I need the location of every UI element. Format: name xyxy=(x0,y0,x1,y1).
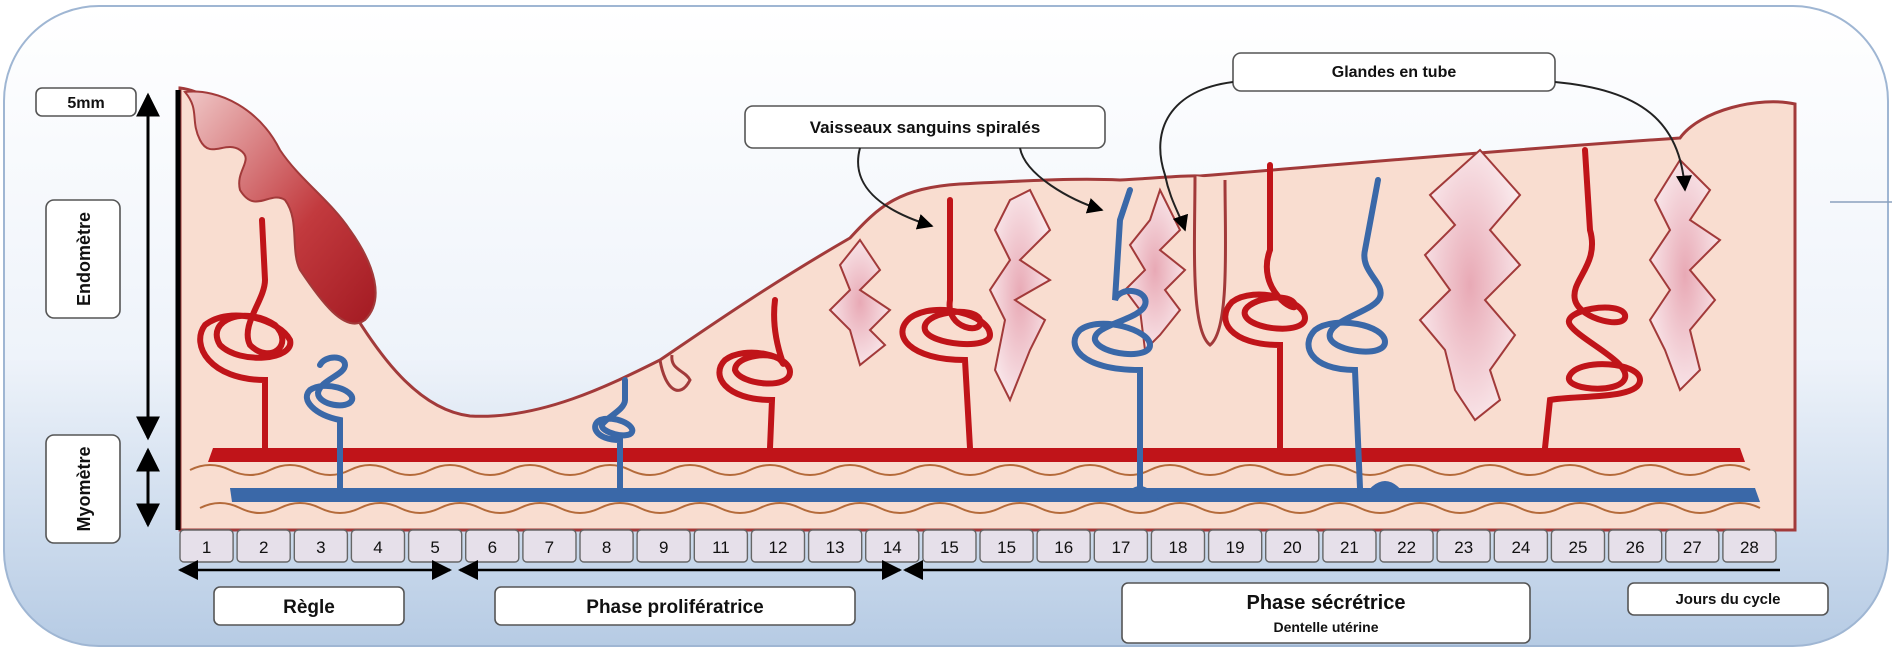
day-cell: 24 xyxy=(1494,530,1547,562)
day-number: 27 xyxy=(1683,538,1702,557)
day-number: 7 xyxy=(545,538,554,557)
day-number: 4 xyxy=(373,538,382,557)
day-number: 13 xyxy=(826,538,845,557)
day-cell: 7 xyxy=(523,530,576,562)
day-cell: 27 xyxy=(1666,530,1719,562)
day-cell: 1 xyxy=(180,530,233,562)
day-cell: 20 xyxy=(1266,530,1319,562)
day-number: 5 xyxy=(430,538,439,557)
day-cell: 4 xyxy=(351,530,404,562)
day-cell: 3 xyxy=(294,530,347,562)
day-number: 18 xyxy=(1169,538,1188,557)
day-cell: 2 xyxy=(237,530,290,562)
day-cell: 14 xyxy=(866,530,919,562)
day-number: 9 xyxy=(659,538,668,557)
day-number: 21 xyxy=(1340,538,1359,557)
day-cell: 11 xyxy=(694,530,747,562)
endometrium-label: Endomètre xyxy=(46,200,120,318)
day-number: 16 xyxy=(1054,538,1073,557)
day-number: 20 xyxy=(1283,538,1302,557)
phase-label-regle: Règle xyxy=(214,587,404,625)
day-number: 24 xyxy=(1511,538,1530,557)
day-cell: 6 xyxy=(466,530,519,562)
day-cell: 16 xyxy=(1037,530,1090,562)
vein-trunk xyxy=(230,488,1760,502)
svg-text:Jours du cycle: Jours du cycle xyxy=(1675,591,1780,608)
svg-text:Vaisseaux sanguins spiralés: Vaisseaux sanguins spiralés xyxy=(810,118,1041,137)
svg-text:Dentelle utérine: Dentelle utérine xyxy=(1273,619,1378,635)
day-cell: 21 xyxy=(1323,530,1376,562)
day-number: 3 xyxy=(316,538,325,557)
day-cell: 15 xyxy=(923,530,976,562)
day-number: 2 xyxy=(259,538,268,557)
svg-text:Endomètre: Endomètre xyxy=(74,212,94,306)
day-cell: 22 xyxy=(1380,530,1433,562)
day-number: 17 xyxy=(1111,538,1130,557)
day-number: 12 xyxy=(769,538,788,557)
day-number: 26 xyxy=(1626,538,1645,557)
day-number: 25 xyxy=(1569,538,1588,557)
myometrium-label: Myomètre xyxy=(46,435,120,543)
phase-label-secretory: Phase sécrétrice Dentelle utérine xyxy=(1122,583,1530,643)
day-cell: 18 xyxy=(1151,530,1204,562)
svg-text:Myomètre: Myomètre xyxy=(74,446,94,531)
day-cell: 15 xyxy=(980,530,1033,562)
day-number: 15 xyxy=(940,538,959,557)
day-number: 28 xyxy=(1740,538,1759,557)
svg-text:Glandes en tube: Glandes en tube xyxy=(1332,64,1457,81)
days-label: Jours du cycle xyxy=(1628,583,1828,615)
phase-label-proliferative: Phase prolifératrice xyxy=(495,587,855,625)
day-number: 11 xyxy=(712,538,730,557)
day-cell: 5 xyxy=(409,530,462,562)
day-cell: 23 xyxy=(1437,530,1490,562)
day-cell: 9 xyxy=(637,530,690,562)
day-cell: 17 xyxy=(1094,530,1147,562)
day-cell: 8 xyxy=(580,530,633,562)
svg-text:Phase sécrétrice: Phase sécrétrice xyxy=(1246,592,1405,614)
day-number: 14 xyxy=(883,538,902,557)
day-number: 8 xyxy=(602,538,611,557)
day-number: 22 xyxy=(1397,538,1416,557)
day-number: 15 xyxy=(997,538,1016,557)
day-number: 1 xyxy=(202,538,211,557)
day-cell: 12 xyxy=(751,530,804,562)
svg-text:Règle: Règle xyxy=(283,597,335,618)
svg-text:Phase prolifératrice: Phase prolifératrice xyxy=(586,597,763,618)
day-number: 19 xyxy=(1226,538,1245,557)
day-number: 6 xyxy=(488,538,497,557)
day-cell: 26 xyxy=(1609,530,1662,562)
day-cell: 13 xyxy=(809,530,862,562)
surface-fold xyxy=(1194,176,1225,345)
artery-trunk xyxy=(208,448,1745,462)
scale-thickness-label: 5mm xyxy=(36,88,136,116)
day-cell: 19 xyxy=(1209,530,1262,562)
day-cell: 25 xyxy=(1551,530,1604,562)
day-cell: 28 xyxy=(1723,530,1776,562)
day-number: 23 xyxy=(1454,538,1473,557)
svg-text:5mm: 5mm xyxy=(67,95,104,112)
